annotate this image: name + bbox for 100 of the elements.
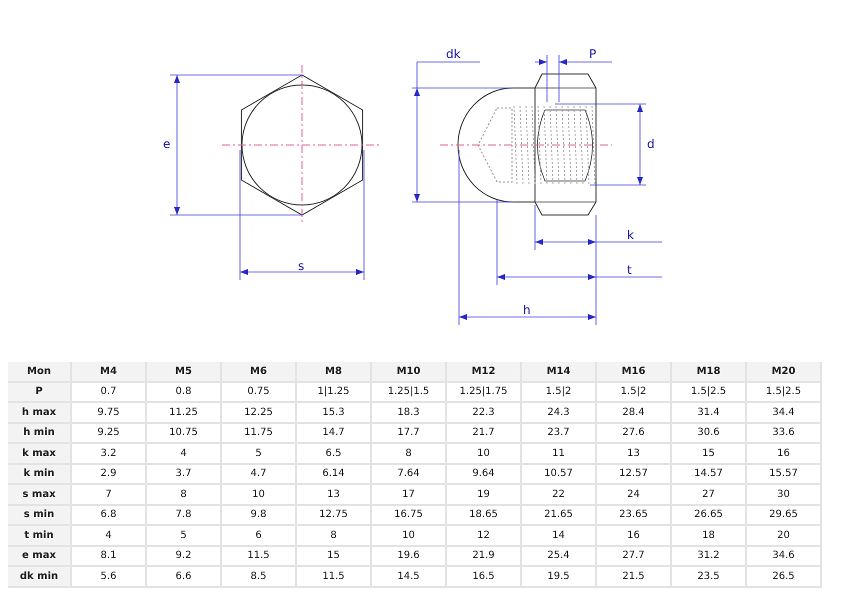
table-cell: 6.8 xyxy=(72,506,147,526)
table-cell: 14.7 xyxy=(297,424,372,444)
dimension-label: s xyxy=(298,259,304,273)
table-header-cell: M8 xyxy=(297,362,372,382)
table-cell: 31.4 xyxy=(672,403,747,424)
table-cell: 17 xyxy=(372,485,447,506)
table-cell: 13 xyxy=(597,444,672,464)
table-cell: 21.5 xyxy=(597,567,672,588)
table-cell: 14.5 xyxy=(372,567,447,588)
table-cell: 34.4 xyxy=(747,403,822,424)
table-cell: 1.25|1.5 xyxy=(372,382,447,403)
table-cell: 7.8 xyxy=(147,506,222,526)
dimension-label: e xyxy=(163,137,170,151)
table-cell: 6 xyxy=(222,526,297,546)
table-cell: 11.5 xyxy=(222,546,297,567)
table-cell: 6.6 xyxy=(147,567,222,588)
table-cell: 27.7 xyxy=(597,546,672,567)
table-cell: 11.5 xyxy=(297,567,372,588)
table-header-cell: h min xyxy=(8,424,72,444)
table-header-cell: M12 xyxy=(447,362,522,382)
table-header-cell: M4 xyxy=(72,362,147,382)
table-cell: 8.5 xyxy=(222,567,297,588)
table-cell: 9.8 xyxy=(222,506,297,526)
table-cell: 15.57 xyxy=(747,464,822,485)
table-header-cell: e max xyxy=(8,546,72,567)
table-cell: 16.75 xyxy=(372,506,447,526)
table-cell: 11.75 xyxy=(222,424,297,444)
table-cell: 26.65 xyxy=(672,506,747,526)
table-cell: 27 xyxy=(672,485,747,506)
table-cell: 3.2 xyxy=(72,444,147,464)
table-cell: 5.6 xyxy=(72,567,147,588)
table-cell: 27.6 xyxy=(597,424,672,444)
table-cell: 2.9 xyxy=(72,464,147,485)
table-header-cell: M18 xyxy=(672,362,747,382)
table-cell: 22 xyxy=(522,485,597,506)
dimension-label: t xyxy=(627,263,632,277)
table-cell: 19 xyxy=(447,485,522,506)
table-cell: 30 xyxy=(747,485,822,506)
table-cell: 11.25 xyxy=(147,403,222,424)
table-cell: 8 xyxy=(297,526,372,546)
table-header-cell: M20 xyxy=(747,362,822,382)
table-cell: 0.75 xyxy=(222,382,297,403)
table-cell: 1.25|1.75 xyxy=(447,382,522,403)
table-cell: 1.5|2.5 xyxy=(747,382,822,403)
table-cell: 21.9 xyxy=(447,546,522,567)
table-cell: 13 xyxy=(297,485,372,506)
table-header-cell: dk min xyxy=(8,567,72,588)
table-header-cell: P xyxy=(8,382,72,403)
table-cell: 19.6 xyxy=(372,546,447,567)
table-header-cell: M10 xyxy=(372,362,447,382)
table-cell: 5 xyxy=(147,526,222,546)
table-header-cell: s max xyxy=(8,485,72,506)
table-cell: 16 xyxy=(597,526,672,546)
dimension-label: h xyxy=(523,303,531,317)
table-cell: 1.5|2.5 xyxy=(672,382,747,403)
table-cell: 16.5 xyxy=(447,567,522,588)
table-cell: 4 xyxy=(147,444,222,464)
table-cell: 4.7 xyxy=(222,464,297,485)
table-cell: 16 xyxy=(747,444,822,464)
table-header-cell: Mon xyxy=(8,362,72,382)
table-cell: 3.7 xyxy=(147,464,222,485)
table-cell: 22.3 xyxy=(447,403,522,424)
table-cell: 10.75 xyxy=(147,424,222,444)
table-header-cell: s min xyxy=(8,506,72,526)
table-cell: 12.25 xyxy=(222,403,297,424)
dimension-label: k xyxy=(627,228,634,242)
table-cell: 15 xyxy=(297,546,372,567)
dimension-label: dk xyxy=(446,47,461,61)
table-cell: 34.6 xyxy=(747,546,822,567)
dimension-label: P xyxy=(589,47,596,61)
table-header-cell: M14 xyxy=(522,362,597,382)
table-cell: 29.65 xyxy=(747,506,822,526)
table-cell: 33.6 xyxy=(747,424,822,444)
table-cell: 14 xyxy=(522,526,597,546)
table-cell: 15 xyxy=(672,444,747,464)
table-cell: 4 xyxy=(72,526,147,546)
table-cell: 12.57 xyxy=(597,464,672,485)
table-cell: 10 xyxy=(222,485,297,506)
table-cell: 9.75 xyxy=(72,403,147,424)
table-cell: 21.7 xyxy=(447,424,522,444)
table-cell: 30.6 xyxy=(672,424,747,444)
table-cell: 12 xyxy=(447,526,522,546)
table-cell: 6.5 xyxy=(297,444,372,464)
table-cell: 6.14 xyxy=(297,464,372,485)
table-cell: 28.4 xyxy=(597,403,672,424)
table-cell: 17.7 xyxy=(372,424,447,444)
table-cell: 23.7 xyxy=(522,424,597,444)
table-cell: 23.65 xyxy=(597,506,672,526)
table-cell: 7.64 xyxy=(372,464,447,485)
table-cell: 26.5 xyxy=(747,567,822,588)
table-cell: 18.3 xyxy=(372,403,447,424)
table-cell: 8 xyxy=(372,444,447,464)
table-cell: 23.5 xyxy=(672,567,747,588)
table-cell: 20 xyxy=(747,526,822,546)
table-cell: 11 xyxy=(522,444,597,464)
table-cell: 9.64 xyxy=(447,464,522,485)
table-cell: 1|1.25 xyxy=(297,382,372,403)
table-cell: 9.25 xyxy=(72,424,147,444)
table-cell: 8 xyxy=(147,485,222,506)
table-cell: 10.57 xyxy=(522,464,597,485)
